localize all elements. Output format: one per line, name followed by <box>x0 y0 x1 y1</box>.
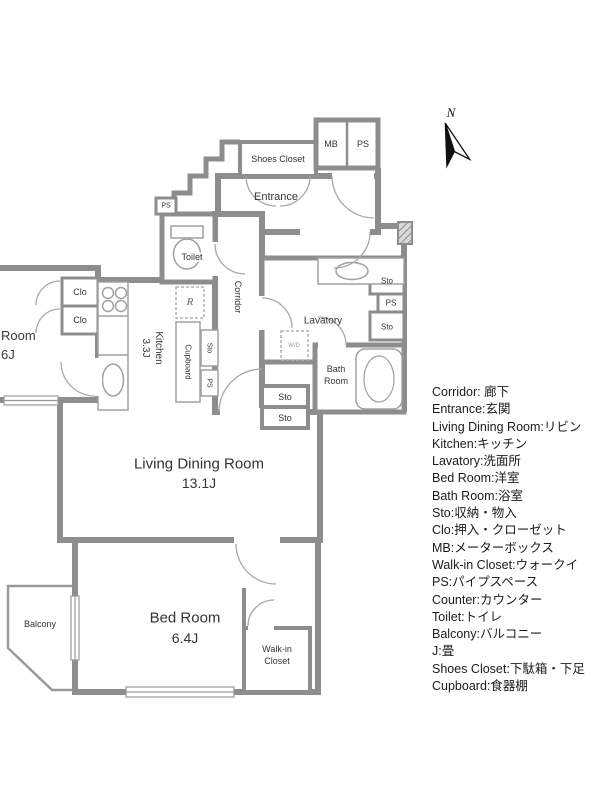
sto-mid-2-label: Sto <box>278 413 292 423</box>
entrance-label: Entrance <box>253 191 299 203</box>
compass-north-label: N <box>446 105 456 120</box>
toilet-tank <box>170 225 204 239</box>
bath-label-2: Room <box>323 376 349 386</box>
sto-mid-1-label: Sto <box>278 392 292 402</box>
cupboard-box <box>175 321 201 403</box>
lavatory-label: Lavatory <box>303 315 343 327</box>
shoes-door-arc-left <box>245 175 277 207</box>
legend-item: MB:メーターボックス <box>432 540 554 555</box>
bathtub <box>355 348 403 410</box>
sto-right-2-box <box>368 310 406 342</box>
washer-label: W/D <box>288 343 300 349</box>
legend-item: Balcony:バルコニー <box>432 627 543 642</box>
ldk-size-label: 13.1J <box>181 475 217 491</box>
toilet-walls <box>159 211 218 285</box>
legend-item: Clo:押入・クローゼット <box>432 523 567 538</box>
kitchen-sink <box>101 363 125 397</box>
hall-door-arc <box>333 231 371 269</box>
sto-right-2-label: Sto <box>380 322 394 332</box>
balcony-label: Balcony <box>23 619 57 629</box>
legend-item: Lavatory:洗面所 <box>432 454 521 469</box>
clo-door-arc-1 <box>35 280 61 306</box>
vanity-counter <box>317 257 405 285</box>
walls <box>0 117 413 695</box>
shoes-door-arc-right <box>279 175 311 207</box>
bath-door-arc <box>317 316 347 346</box>
compass-needle <box>444 122 472 169</box>
bedroom-label: Bed Room <box>149 609 221 627</box>
vanity-basin <box>335 261 369 281</box>
legend-item: Sto:収納・物入 <box>432 506 517 521</box>
legend-item: Living Dining Room:リビン <box>432 419 582 434</box>
legend: Corridor: 廊下 Entrance:玄関 Living Dining R… <box>432 384 600 695</box>
legend-item: Corridor: 廊下 <box>432 385 510 399</box>
ps-small-2-label: PS <box>205 378 213 388</box>
toilet-door-arc <box>214 243 246 275</box>
bedroom-door-arc <box>235 543 277 585</box>
fridge-box <box>175 286 205 319</box>
left-room-door-arc <box>60 361 96 397</box>
bathtub-inner <box>363 355 395 403</box>
mb-label: MB <box>324 139 338 149</box>
legend-item: Bed Room:洋室 <box>432 471 520 486</box>
legend-item: Counter:カウンター <box>432 592 543 607</box>
bathroom-walls <box>312 342 407 415</box>
fixtures <box>97 225 405 411</box>
legend-item: Cupboard:食器棚 <box>432 679 528 694</box>
kitchen-label: Kitchen 3.3J <box>140 331 164 365</box>
cupboard-label: Cupboard <box>183 344 193 380</box>
left-room-label-2: 6J <box>1 347 15 362</box>
hatched-corner <box>397 221 413 245</box>
corridor-label: Corridor <box>233 280 243 314</box>
bedroom-size-label: 6.4J <box>171 630 199 646</box>
stove-burners <box>101 286 128 313</box>
sto-right-1-label: Sto <box>380 276 394 286</box>
toilet-label: Toilet <box>181 252 203 262</box>
wic-walls <box>242 626 312 694</box>
washer-box <box>280 330 309 361</box>
legend-item: Shoes Closet:下駄箱・下足 <box>432 661 585 676</box>
bath-label-1: Bath <box>326 364 346 374</box>
sto-small-box <box>200 329 219 367</box>
shoes-closet-label: Shoes Closet <box>251 154 305 164</box>
corridor-ldk-door-arc <box>218 368 263 413</box>
legend-item: Walk-in Closet:ウォークイ <box>432 557 579 572</box>
front-door-arc <box>331 175 375 219</box>
clo-door-arc-2 <box>35 308 61 334</box>
ps-small-2-box <box>200 369 219 397</box>
clo-2-label: Clo <box>73 315 87 325</box>
ps-top-label: PS <box>356 139 370 149</box>
legend-item: Entrance:玄関 <box>432 402 511 417</box>
fridge-label: R <box>186 296 194 308</box>
ps-small-label: PS <box>161 202 171 210</box>
ps-right-label: PS <box>385 298 397 308</box>
left-room-label-1: Room <box>1 328 36 343</box>
wic-door-arc <box>247 599 275 627</box>
door-swings <box>35 175 375 627</box>
balcony-walls <box>6 584 77 692</box>
legend-item: PS:パイプスペース <box>432 575 539 590</box>
wic-label-1: Walk-in <box>262 644 292 654</box>
clo-1-label: Clo <box>73 287 87 297</box>
sto-small-label: Sto <box>205 342 213 354</box>
ps-small-box <box>154 196 178 216</box>
openings <box>3 172 374 698</box>
legend-item: Toilet:トイレ <box>432 609 503 624</box>
legend-item: Kitchen:キッチン <box>432 436 528 451</box>
legend-item: J:畳 <box>432 644 455 659</box>
sto-mid-2-box <box>260 405 310 430</box>
ldk-label: Living Dining Room <box>133 455 265 473</box>
lavatory-door-arc <box>261 297 293 329</box>
legend-item: Bath Room:浴室 <box>432 488 524 503</box>
wic-label-2: Closet <box>264 656 290 666</box>
